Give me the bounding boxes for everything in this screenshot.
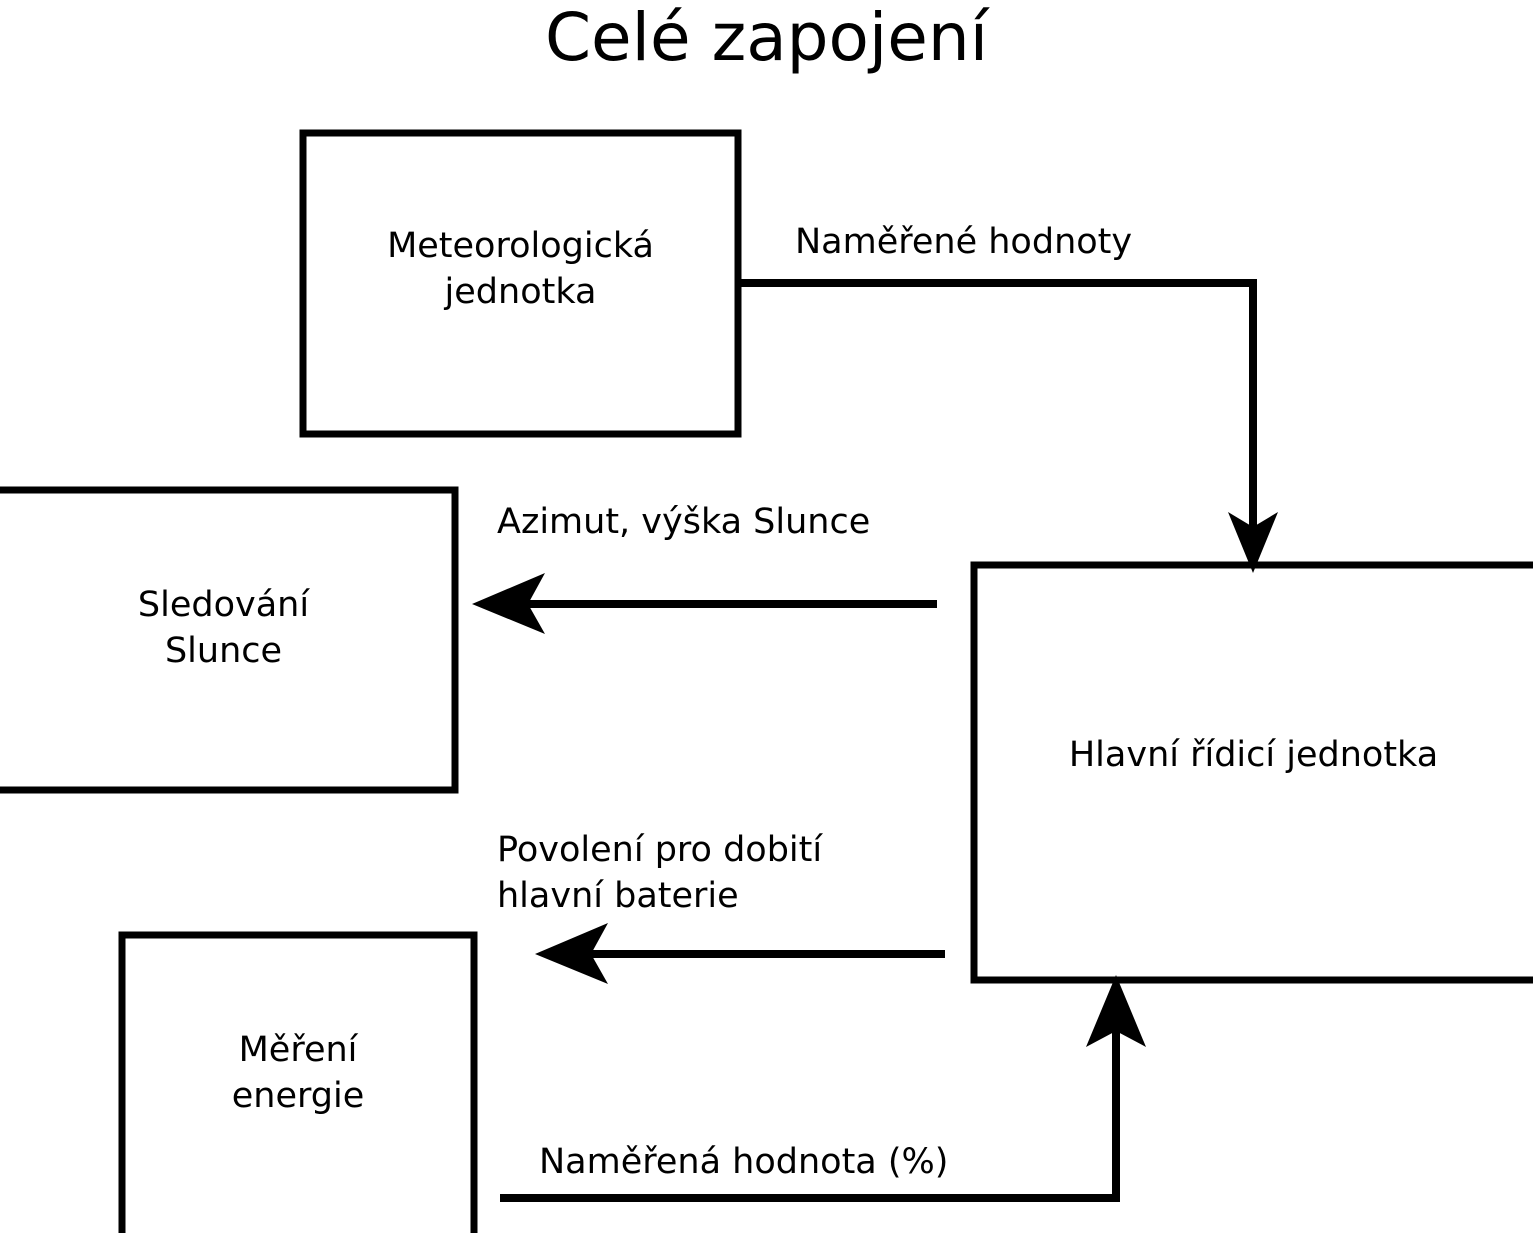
edge-main-to-energy: [535, 923, 945, 984]
edge-main-to-sun: [472, 573, 937, 634]
page-title: Celé zapojení: [544, 0, 989, 76]
edge-energy-to-main: [500, 975, 1146, 1202]
node-box-main-control[interactable]: [970, 561, 1533, 984]
edge-meteo-to-main: [738, 279, 1278, 573]
node-box-sun-tracking[interactable]: [0, 486, 459, 794]
node-box-meteo[interactable]: [299, 129, 742, 438]
node-box-energy-measurement[interactable]: [118, 931, 478, 1233]
